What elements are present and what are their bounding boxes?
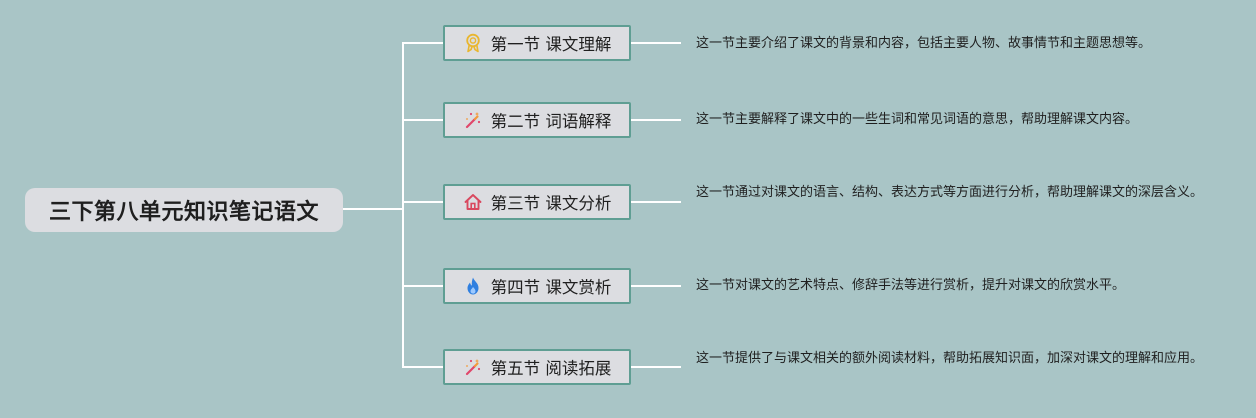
section-node-3[interactable]: 第三节 课文分析 xyxy=(443,184,631,220)
section-node-4[interactable]: 第四节 课文赏析 xyxy=(443,268,631,304)
section-title-3: 第三节 课文分析 xyxy=(490,194,612,213)
section-description-4: 这一节对课文的艺术特点、修辞手法等进行赏析，提升对课文的欣赏水平。 xyxy=(696,278,1126,293)
section-description-2: 这一节主要解释了课文中的一些生词和常见词语的意思，帮助理解课文内容。 xyxy=(696,112,1139,127)
section-node-2[interactable]: 第二节 词语解释 xyxy=(443,102,631,138)
flame-icon xyxy=(463,276,483,296)
root-title: 三下第八单元知识笔记语文 xyxy=(48,200,319,225)
home-icon xyxy=(463,192,483,212)
section-node-5[interactable]: 第五节 阅读拓展 xyxy=(443,349,631,385)
magic-wand-icon xyxy=(463,357,483,377)
section-description-3: 这一节通过对课文的语言、结构、表达方式等方面进行分析，帮助理解课文的深层含义。 xyxy=(696,185,1204,200)
section-node-1[interactable]: 第一节 课文理解 xyxy=(443,25,631,61)
award-ribbon-icon xyxy=(463,33,483,53)
magic-wand-icon xyxy=(463,110,483,130)
section-title-5: 第五节 阅读拓展 xyxy=(490,359,612,378)
section-title-1: 第一节 课文理解 xyxy=(490,35,612,54)
section-title-2: 第二节 词语解释 xyxy=(490,112,612,131)
section-title-4: 第四节 课文赏析 xyxy=(490,278,612,297)
section-description-5: 这一节提供了与课文相关的额外阅读材料，帮助拓展知识面，加深对课文的理解和应用。 xyxy=(696,351,1204,366)
root-node[interactable]: 三下第八单元知识笔记语文 xyxy=(25,188,343,232)
section-description-1: 这一节主要介绍了课文的背景和内容，包括主要人物、故事情节和主题思想等。 xyxy=(696,36,1152,51)
